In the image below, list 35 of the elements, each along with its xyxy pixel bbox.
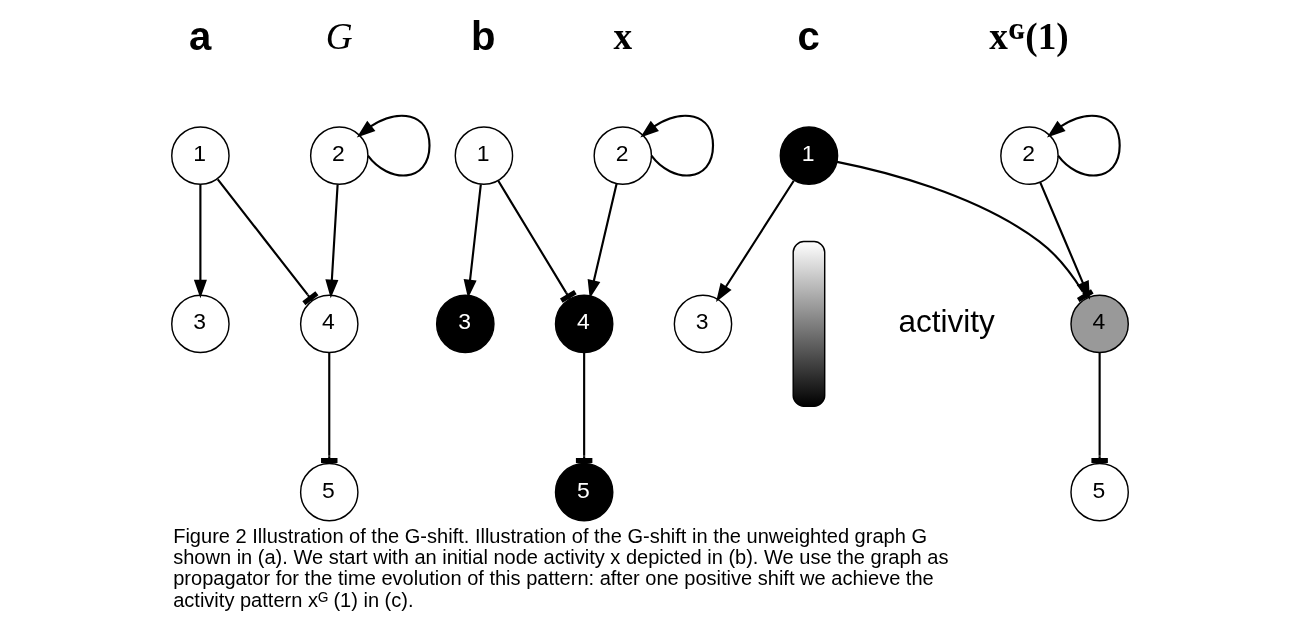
connector: [836, 160, 1094, 303]
arrow: [716, 180, 795, 303]
connector: [497, 180, 577, 303]
label: x: [613, 16, 633, 58]
caption: Figure 2 Illustration of the G-shift. Illustration of the G-shift in the unweighted graph G shown in (a). We start with an initial node activity x depicted in (b). We use the graph as propagator for the time evolution of this pattern: after one positive shift we achieve the activity pattern xᴳ (1) in (c).: [173, 524, 949, 611]
node-circle: 1: [171, 126, 230, 185]
arrow: [1047, 114, 1121, 177]
arrow: [193, 184, 207, 299]
node-circle: 1: [779, 126, 839, 185]
node-circle: 2: [309, 126, 369, 185]
node-circle: 5: [554, 462, 614, 522]
connector: [216, 178, 319, 306]
node-circle: 3: [673, 294, 733, 354]
label: c: [797, 14, 820, 59]
node-circle: 3: [171, 294, 230, 354]
node-circle: 2: [1000, 126, 1059, 185]
label: xᴳ(1): [989, 16, 1069, 58]
node-circle: 2: [593, 126, 653, 185]
arrow: [325, 184, 339, 299]
node-circle: 5: [299, 462, 359, 522]
connector: [575, 352, 593, 464]
node-circle: 5: [1070, 462, 1129, 522]
node-bar: [792, 240, 826, 407]
connector: [321, 352, 338, 464]
node-label: activity: [898, 302, 995, 339]
node-circle: 1: [454, 126, 514, 185]
arrow: [356, 114, 431, 177]
arrow: [587, 183, 618, 299]
label: b: [471, 14, 496, 59]
connector: [1091, 352, 1108, 464]
node-circle: 3: [435, 294, 495, 354]
arrow: [640, 114, 715, 177]
label: a: [188, 14, 212, 59]
node-circle: 4: [1070, 294, 1129, 354]
label: G: [325, 16, 353, 58]
